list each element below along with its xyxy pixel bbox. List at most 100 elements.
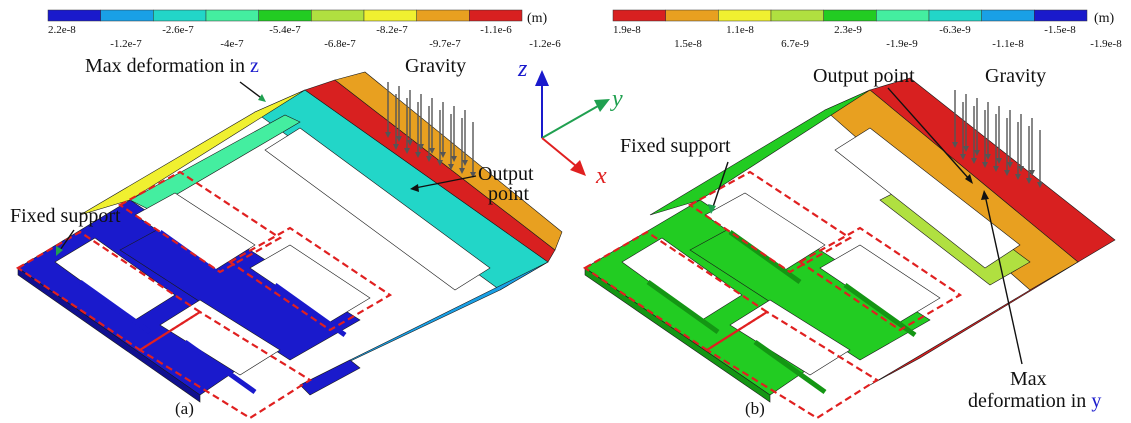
colorbar-tick-label: -1.9e-8: [1090, 38, 1122, 50]
colorbar-tick-label: 1.5e-8: [674, 38, 702, 50]
panel-a: 2.2e-8 -2.6e-7 -5.4e-7 -8.2e-7 -1.1e-6 -…: [10, 9, 563, 420]
panel-b-gravity-label: Gravity: [985, 65, 1046, 87]
colorbar-cell: [363, 9, 417, 22]
panel-a-max-deformation-label: Max deformation in z: [85, 55, 259, 77]
gravity-arrowhead: [451, 156, 457, 162]
colorbar-cell: [100, 9, 154, 22]
gravity-arrowhead: [996, 158, 1002, 164]
panel-b-window: [834, 127, 1021, 269]
gravity-arrowhead: [448, 164, 454, 170]
axis-x-line: [541, 137, 577, 167]
panel-b-structure: [582, 77, 1116, 420]
colorbar-tick-label: -1.2e-7: [110, 38, 142, 50]
panel-a-fixed-support-label: Fixed support: [10, 205, 121, 227]
gravity-arrowhead: [407, 140, 413, 146]
panel-a-colorbar: 2.2e-8 -2.6e-7 -5.4e-7 -8.2e-7 -1.1e-6 -…: [47, 9, 561, 50]
panel-a-beam: [183, 339, 257, 395]
colorbar-cell: [311, 9, 365, 22]
colorbar-cell: [823, 9, 877, 22]
panel-a-structure: [15, 71, 563, 420]
colorbar-cell: [47, 9, 101, 22]
colorbar-tick-label: 2.3e-9: [834, 24, 862, 36]
panel-b: 1.9e-8 1.1e-8 2.3e-9 -6.3e-9 -1.5e-8 1.5…: [582, 9, 1122, 420]
gravity-arrowhead: [418, 144, 424, 150]
gravity-arrowhead: [1004, 170, 1010, 176]
panel-b-gravity-arrows: [952, 90, 1043, 188]
colorbar-tick-label: -1.5e-8: [1044, 24, 1076, 36]
gravity-arrowhead: [974, 150, 980, 156]
colorbar-cell: [258, 9, 312, 22]
colorbar-tick-label: -6.8e-7: [324, 38, 356, 50]
gravity-arrowhead: [982, 162, 988, 168]
gravity-arrowhead: [960, 154, 966, 160]
colorbar-cell: [416, 9, 470, 22]
colorbar-cell: [205, 9, 259, 22]
axis-x-arrowhead: [570, 160, 586, 176]
panel-a-beam: [78, 279, 152, 335]
panel-a-frame-top: [79, 89, 306, 216]
leader-arrowhead: [981, 190, 989, 200]
colorbar-cell: [469, 9, 523, 22]
panel-b-opening: [729, 299, 851, 376]
gravity-arrowhead: [963, 146, 969, 152]
gravity-arrowhead: [393, 144, 399, 150]
gravity-arrowhead: [1029, 170, 1035, 176]
panel-b-fixed-support-label: Fixed support: [620, 135, 731, 157]
gravity-arrowhead: [437, 160, 443, 166]
colorbar-tick-label: -2.6e-7: [162, 24, 194, 36]
colorbar-tick-label: 2.2e-8: [48, 24, 76, 36]
gravity-arrowhead: [415, 152, 421, 158]
leader-arrowhead: [965, 174, 973, 184]
colorbar-cell: [928, 9, 982, 22]
gravity-arrowhead: [952, 142, 958, 148]
gravity-arrowhead: [440, 152, 446, 158]
gravity-arrowhead: [993, 166, 999, 172]
panel-a-frame-top-inner: [129, 114, 301, 211]
gravity-arrowhead: [462, 160, 468, 166]
colorbar-tick-label: -5.4e-7: [269, 24, 301, 36]
gravity-arrowhead: [426, 156, 432, 162]
panel-b-colorbar-bottom-ticks: 1.5e-8 6.7e-9 -1.9e-9 -1.1e-8 -1.9e-8: [674, 38, 1122, 50]
panel-b-beam: [728, 229, 802, 285]
colorbar-tick-label: -1.1e-8: [992, 38, 1024, 50]
panel-a-gravity-arrows: [385, 82, 476, 178]
gravity-arrowhead: [459, 168, 465, 174]
panel-b-frame-bottom: [869, 261, 1079, 386]
colorbar-cell: [981, 9, 1035, 22]
panel-a-colorbar-bottom-ticks: -1.2e-7 -4e-7 -6.8e-7 -9.7e-7 -1.2e-6: [110, 38, 561, 50]
panel-b-frame-top: [649, 89, 871, 216]
panel-b-output-point-label: Output point: [813, 65, 915, 87]
colorbar-cell: [718, 9, 772, 22]
panel-b-beam: [753, 339, 827, 395]
axis-y-letter: y: [610, 86, 623, 112]
axis-y-arrowhead: [594, 99, 610, 112]
gravity-arrowhead: [1037, 182, 1043, 188]
gravity-arrowhead: [404, 148, 410, 154]
gravity-arrowhead: [429, 148, 435, 154]
panel-b-label: (b): [745, 399, 765, 418]
colorbar-tick-label: -8.2e-7: [376, 24, 408, 36]
colorbar-cell: [876, 9, 930, 22]
panel-b-beam: [843, 282, 917, 338]
panel-b-max-deformation-leader: [984, 194, 1023, 365]
axis-x-letter: x: [595, 163, 607, 189]
panel-a-window: [264, 127, 491, 291]
colorbar-tick-label: 1.1e-8: [726, 24, 754, 36]
axis-triad: z y x: [517, 56, 623, 189]
panel-a-clamp-outline: [227, 226, 393, 332]
panel-a-label: (a): [175, 399, 194, 418]
colorbar-tick-label: -6.3e-9: [939, 24, 971, 36]
leader-arrowhead: [258, 94, 266, 102]
panel-b-output-point-leader: [887, 87, 971, 181]
gravity-arrowhead: [985, 154, 991, 160]
panel-a-clamp-outline: [137, 310, 313, 420]
leader-arrowhead: [708, 204, 716, 214]
panel-b-colorbar: 1.9e-8 1.1e-8 2.3e-9 -6.3e-9 -1.5e-8 1.5…: [612, 9, 1122, 50]
gravity-arrowhead: [971, 158, 977, 164]
panel-a-base-edge: [17, 267, 201, 403]
gravity-arrowhead: [1007, 162, 1013, 168]
gravity-arrowhead: [1015, 174, 1021, 180]
colorbar-tick-label: -9.7e-7: [429, 38, 461, 50]
